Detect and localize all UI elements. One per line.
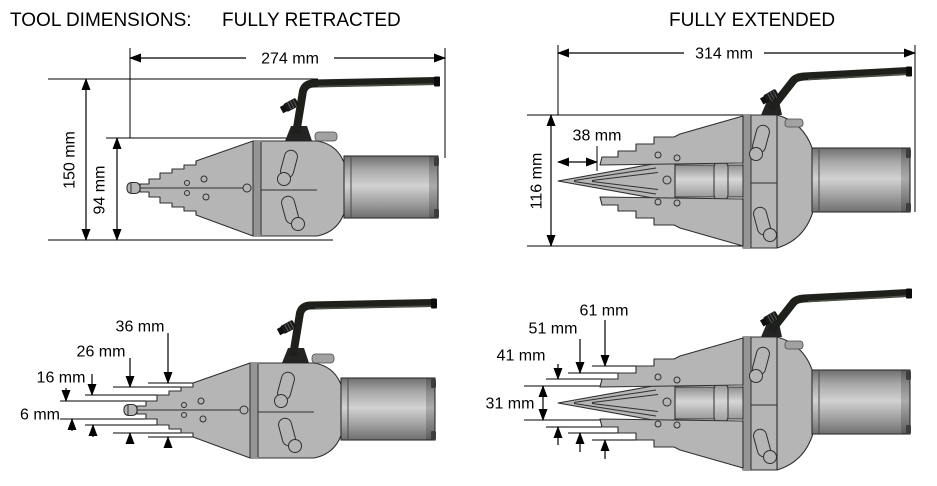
extension-line xyxy=(129,48,446,158)
dim-label-overall-length: 314 mm xyxy=(695,46,753,63)
dim-label-step: 16 mm xyxy=(37,370,86,387)
dim-step-6: 6 mm xyxy=(20,388,153,431)
panel-retracted-tip-detail: 36 mm 26 mm 16 mm 6 mm xyxy=(20,299,437,459)
dim-label-overall-length: 274 mm xyxy=(261,51,319,68)
dim-overall-length-274: 274 mm xyxy=(129,48,446,158)
dim-label-step: 61 mm xyxy=(580,303,629,320)
retracted-tool-drawing xyxy=(127,77,440,237)
dim-label-overall-height: 116 mm xyxy=(529,153,546,210)
retracted-tool-drawing xyxy=(124,299,437,459)
dim-overall-length-314: 314 mm xyxy=(557,45,916,212)
dim-label-tip-spread: 31 mm xyxy=(486,396,535,413)
dim-label-step: 26 mm xyxy=(77,344,126,361)
step-line xyxy=(85,394,166,426)
dim-label-body-height: 94 mm xyxy=(92,166,109,215)
extended-view-title: FULLY EXTENDED xyxy=(669,10,835,31)
dim-step-26: 26 mm xyxy=(77,344,190,444)
panel-extended-side-view: 314 mm 116 mm 38 mm xyxy=(527,45,916,249)
dim-step-36: 36 mm xyxy=(116,319,196,448)
dim-step-16: 16 mm xyxy=(37,370,166,437)
dim-tip-depth-38: 38 mm xyxy=(557,128,622,171)
dim-body-height-94: 94 mm xyxy=(92,137,295,241)
dim-label-tip-depth: 38 mm xyxy=(573,128,622,145)
dim-label-overall-height: 150 mm xyxy=(62,131,79,189)
dim-overall-height-116: 116 mm xyxy=(527,114,760,247)
extension-line xyxy=(48,78,333,241)
dim-label-step: 51 mm xyxy=(529,321,578,338)
dim-overall-height-150: 150 mm xyxy=(48,78,333,241)
dim-tip-spread-31: 31 mm xyxy=(486,385,648,421)
panel-retracted-side-view: 274 mm 150 mm 94 mm xyxy=(48,48,446,241)
page-title: TOOL DIMENSIONS: xyxy=(10,10,192,31)
panel-extended-tip-detail: 61 mm 51 mm 41 mm 31 mm xyxy=(486,289,912,471)
extended-tool-drawing xyxy=(558,67,912,249)
dim-label-step: 36 mm xyxy=(116,319,165,336)
retracted-view-title: FULLY RETRACTED xyxy=(222,10,401,31)
extension-line xyxy=(527,114,760,247)
dim-label-step: 6 mm xyxy=(20,407,60,424)
dim-label-step: 41 mm xyxy=(497,348,546,365)
